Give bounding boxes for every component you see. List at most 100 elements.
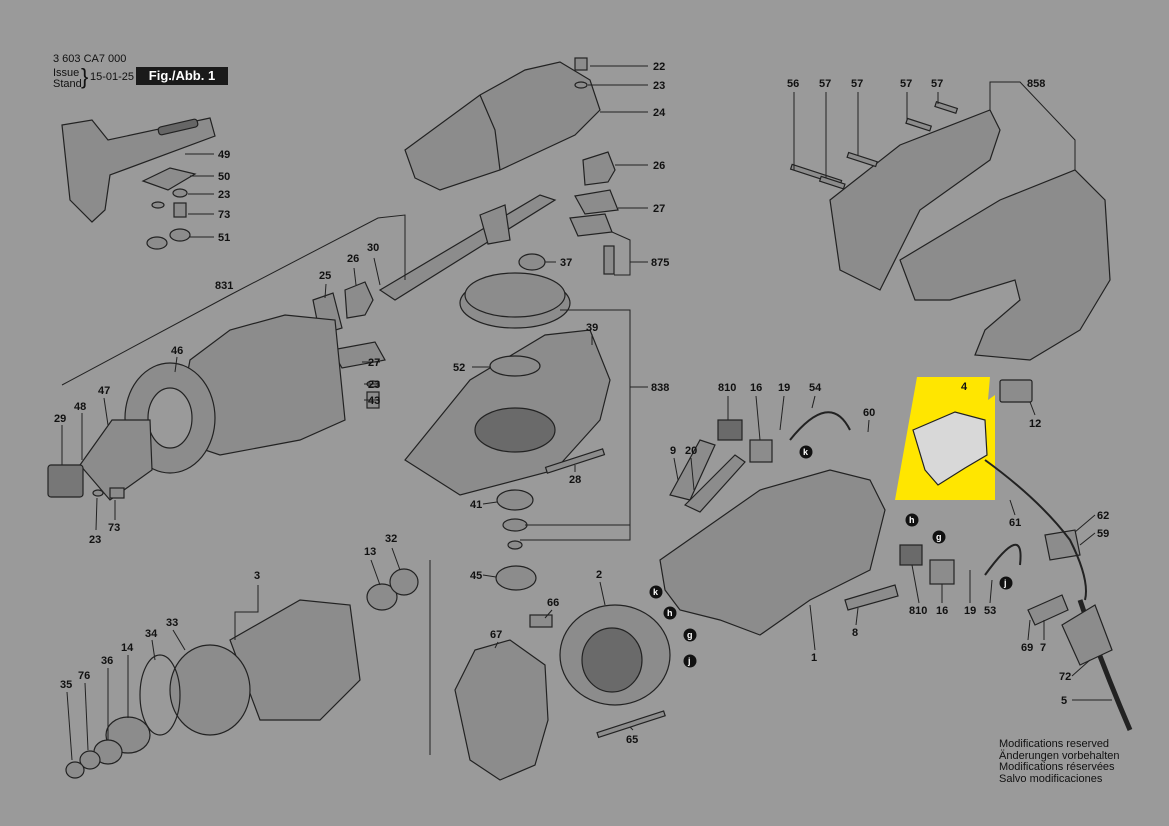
marker-j-top <box>999 576 1013 590</box>
part-22-screw <box>574 57 588 71</box>
leader-59 <box>1079 532 1096 546</box>
part-20-plate <box>683 454 746 513</box>
callout-33: 33 <box>166 617 178 629</box>
leader-76 <box>84 682 89 751</box>
leader-41 <box>482 501 498 505</box>
part-housing-bore <box>474 407 556 453</box>
part-26-block-right <box>582 151 616 186</box>
leader-65 <box>629 726 634 731</box>
callout-69: 69 <box>1021 642 1033 654</box>
leader-23d <box>95 497 98 531</box>
callout-19: 19 <box>964 605 976 617</box>
callout-23: 23 <box>653 80 665 92</box>
part-49-bracket <box>61 117 216 223</box>
leader-875 <box>611 231 631 276</box>
callout-76: 76 <box>78 670 90 682</box>
leader-lines <box>61 65 1112 761</box>
callout-5: 5 <box>1061 695 1067 707</box>
leader-831 <box>61 214 406 386</box>
part-50-plate <box>141 167 197 191</box>
part-51-nut-left <box>146 236 168 250</box>
part-16-holder-bottom <box>929 559 955 585</box>
callout-73: 73 <box>218 209 230 221</box>
part-810-brush-bottom <box>899 544 923 566</box>
leader-12 <box>1029 401 1036 416</box>
callout-13: 13 <box>364 546 376 558</box>
marker-k-stator <box>649 585 663 599</box>
part-4-switch <box>912 411 988 486</box>
part-24-cover <box>404 61 601 191</box>
part-28-screw <box>544 448 606 474</box>
leader-810b <box>911 564 920 604</box>
callout-49: 49 <box>218 149 230 161</box>
callout-30: 30 <box>367 242 379 254</box>
callout-27: 27 <box>368 357 380 369</box>
leader-16a <box>755 395 761 441</box>
part-16-holder-top <box>749 439 773 463</box>
leader-838 <box>520 309 631 541</box>
leader-19a <box>779 395 785 431</box>
part-small-ring <box>507 540 523 550</box>
leader-30 <box>373 257 381 286</box>
leader-33 <box>172 629 186 651</box>
part-67-baffle <box>454 639 549 781</box>
issue-date: 15-01-25 <box>90 71 135 83</box>
leader-66 <box>544 609 553 619</box>
callout-7: 7 <box>1040 642 1046 654</box>
leader-20 <box>690 457 695 491</box>
marker-g-stator-label: g <box>687 630 693 640</box>
callout-810: 810 <box>909 605 927 617</box>
callout-28: 28 <box>569 474 581 486</box>
callout-1: 1 <box>811 652 817 664</box>
callout-52: 52 <box>453 362 465 374</box>
callout-875: 875 <box>651 257 669 269</box>
callout-27: 27 <box>653 203 665 215</box>
callout-61: 61 <box>1009 517 1021 529</box>
part-3-armature <box>229 599 361 721</box>
part-61-wire-bundle <box>984 459 1087 601</box>
part-51-nut <box>169 228 191 242</box>
marker-g-top <box>932 530 946 544</box>
callout-60: 60 <box>863 407 875 419</box>
marker-h-stator-label: h <box>667 608 673 618</box>
part-33-fan <box>169 644 251 736</box>
leader-54 <box>811 395 816 409</box>
doc-number: 3 603 CA7 000 <box>53 53 127 65</box>
callout-831: 831 <box>215 280 233 292</box>
callout-12: 12 <box>1029 418 1041 430</box>
part-23-washer-bottom <box>92 489 104 497</box>
part-24-ridge <box>479 94 501 171</box>
note-es: Salvo modificaciones <box>999 772 1103 785</box>
part-73-screw-bottom <box>109 487 125 499</box>
callout-56: 56 <box>787 78 799 90</box>
part-57-screw-b <box>846 151 878 168</box>
callout-48: 48 <box>74 401 86 413</box>
callout-19: 19 <box>778 382 790 394</box>
leader-13 <box>370 559 381 586</box>
callout-50: 50 <box>218 171 230 183</box>
marker-g-top-label: g <box>936 532 942 542</box>
leader-9 <box>673 457 679 481</box>
leader-61 <box>1009 499 1016 516</box>
callout-72: 72 <box>1059 671 1071 683</box>
leader-2 <box>599 581 606 606</box>
part-2-stator-bore <box>581 627 643 693</box>
callout-73: 73 <box>108 522 120 534</box>
callout-838: 838 <box>651 382 669 394</box>
callout-51: 51 <box>218 232 230 244</box>
callout-54: 54 <box>809 382 822 394</box>
part-37-bearing <box>518 253 546 271</box>
note-en: Modifications reserved <box>999 738 1110 750</box>
part-41-bearing <box>496 489 534 511</box>
leader-69 <box>1027 619 1031 641</box>
callout-62: 62 <box>1097 510 1109 522</box>
leader-53 <box>989 579 993 604</box>
part-57-screw-d <box>934 100 959 115</box>
part-34-ring <box>139 654 181 736</box>
part-858-housing-rear <box>829 109 1001 291</box>
callout-2: 2 <box>596 569 602 581</box>
marker-j-stator <box>683 654 697 668</box>
callout-23: 23 <box>89 534 101 546</box>
part-35-ring <box>65 761 85 779</box>
